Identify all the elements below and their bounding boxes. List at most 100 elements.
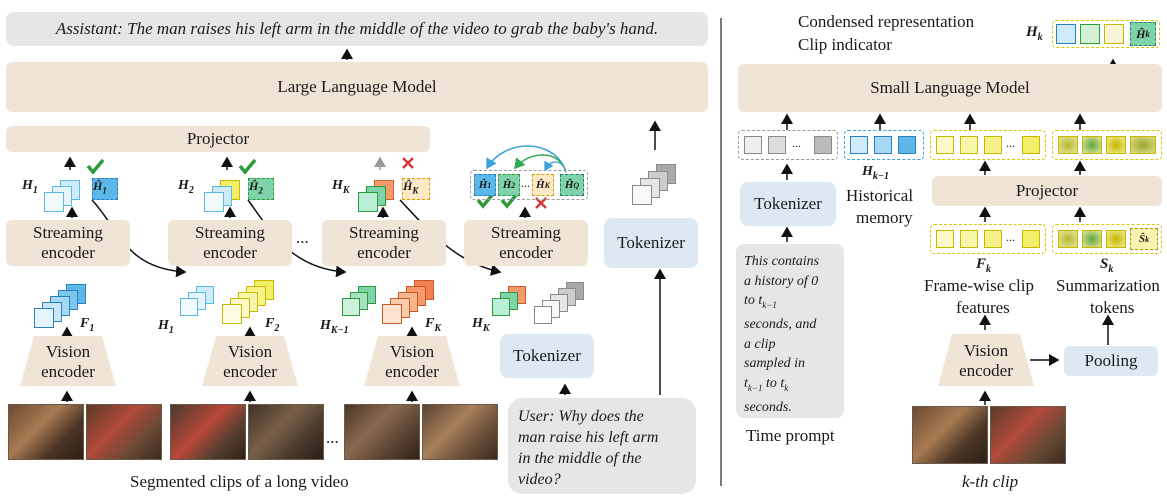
frame-wise-label-1: Frame-wise clip — [924, 276, 1034, 295]
clip-thumbnail — [248, 404, 324, 460]
vision-encoder-right-shape — [938, 334, 1034, 386]
frame-token — [984, 136, 1002, 154]
frame-token-group — [930, 224, 1046, 254]
hat-HK-token: ĤK — [402, 178, 430, 200]
historical-memory-label-2: memory — [856, 208, 913, 227]
historical-memory-label-1: Historical — [846, 186, 914, 205]
frame-token — [936, 230, 954, 248]
condensed-representation-label: Condensed representation — [798, 12, 975, 31]
clip-thumbnail — [86, 404, 162, 460]
label-FK: FK — [425, 316, 442, 334]
clip-thumbnail — [422, 404, 498, 460]
tokenizer-right-block: Tokenizer — [604, 218, 698, 268]
projector-block-left: Projector — [6, 126, 430, 152]
streaming-encoder-2: Streaming encoder — [168, 220, 292, 266]
stack-F2-token — [222, 304, 242, 324]
stack-F1-token — [34, 308, 54, 328]
stack-FK-token — [382, 304, 402, 324]
kth-clip-label: k-th clip — [962, 472, 1019, 491]
vision-encoder-K-shape — [364, 336, 460, 386]
query-text-token — [534, 306, 552, 324]
label-HK-carry: HK — [472, 316, 490, 334]
label-Fk: Fk — [976, 256, 992, 275]
frame-token-ellipsis-2: ... — [1006, 230, 1015, 244]
tokenizer-query-block: Tokenizer — [500, 334, 594, 378]
clip-thumbnail — [8, 404, 84, 460]
historical-memory-group — [844, 130, 924, 160]
label-HKm1: HK−1 — [320, 318, 349, 336]
user-question: User: Why does the man raise his left ar… — [508, 398, 696, 494]
frame-wise-label-2: features — [956, 298, 1010, 317]
label-F2: F2 — [265, 316, 280, 334]
label-H2: H2 — [178, 178, 194, 196]
clip-thumbnail — [170, 404, 246, 460]
output-token-group — [1052, 20, 1160, 48]
summary-token-group-top — [1052, 130, 1162, 160]
text-token-group — [738, 130, 838, 160]
memory-token — [898, 136, 916, 154]
summary-token — [1106, 230, 1126, 248]
stack-HK-carry — [492, 298, 510, 316]
text-token — [814, 136, 832, 154]
summary-token-group — [1052, 224, 1162, 254]
label-H1: H1 — [22, 178, 38, 196]
summary-token — [1106, 136, 1126, 154]
label-Sk: Sk — [1100, 256, 1114, 275]
label-Hk-top: Hk — [1026, 24, 1043, 43]
stack-H1-carry — [180, 298, 198, 316]
frame-token — [1022, 230, 1040, 248]
text-token — [632, 185, 652, 205]
frame-token — [960, 136, 978, 154]
stack-H1-token — [44, 192, 64, 212]
frame-token — [960, 230, 978, 248]
frame-token — [1022, 136, 1040, 154]
clip-thumbnail — [344, 404, 420, 460]
summary-token — [1082, 230, 1102, 248]
kth-clip-frame — [990, 406, 1066, 464]
frame-token — [936, 136, 954, 154]
memory-token — [850, 136, 868, 154]
time-prompt-label: Time prompt — [746, 426, 835, 445]
ellipsis-encoders: ... — [296, 228, 309, 247]
text-token — [768, 136, 786, 154]
text-token-ellipsis: ... — [792, 136, 801, 150]
assistant-response: Assistant: The man raises his left arm i… — [6, 12, 708, 46]
hat-H2-token: Ĥ2 — [248, 178, 274, 200]
memory-token-group — [470, 170, 588, 200]
output-token-blue — [1056, 24, 1076, 44]
large-language-model-block: Large Language Model — [6, 62, 708, 112]
stack-H2-token — [204, 192, 224, 212]
streaming-encoder-K: Streaming encoder — [322, 220, 446, 266]
hat-H1-token: Ĥ1 — [92, 178, 118, 200]
vision-encoder-1-shape — [20, 336, 116, 386]
vision-encoder-2-shape — [202, 336, 298, 386]
summary-token — [1058, 136, 1078, 154]
output-token-green — [1080, 24, 1100, 44]
memory-token — [874, 136, 892, 154]
summary-token — [1058, 230, 1078, 248]
pooling-block: Pooling — [1064, 346, 1158, 376]
streaming-encoder-1: Streaming encoder — [6, 220, 130, 266]
tokenizer-time-block: Tokenizer — [740, 182, 836, 226]
output-token-yellow — [1104, 24, 1124, 44]
memory-ellipsis: ... — [521, 176, 530, 190]
clips-ellipsis: ... — [326, 428, 339, 447]
frame-token — [984, 230, 1002, 248]
frame-token-ellipsis: ... — [1006, 136, 1015, 150]
text-token — [744, 136, 762, 154]
summary-token — [1082, 136, 1102, 154]
label-F1: F1 — [80, 316, 95, 334]
summary-token — [1130, 136, 1156, 154]
summarization-label-1: Summarization — [1056, 276, 1160, 295]
